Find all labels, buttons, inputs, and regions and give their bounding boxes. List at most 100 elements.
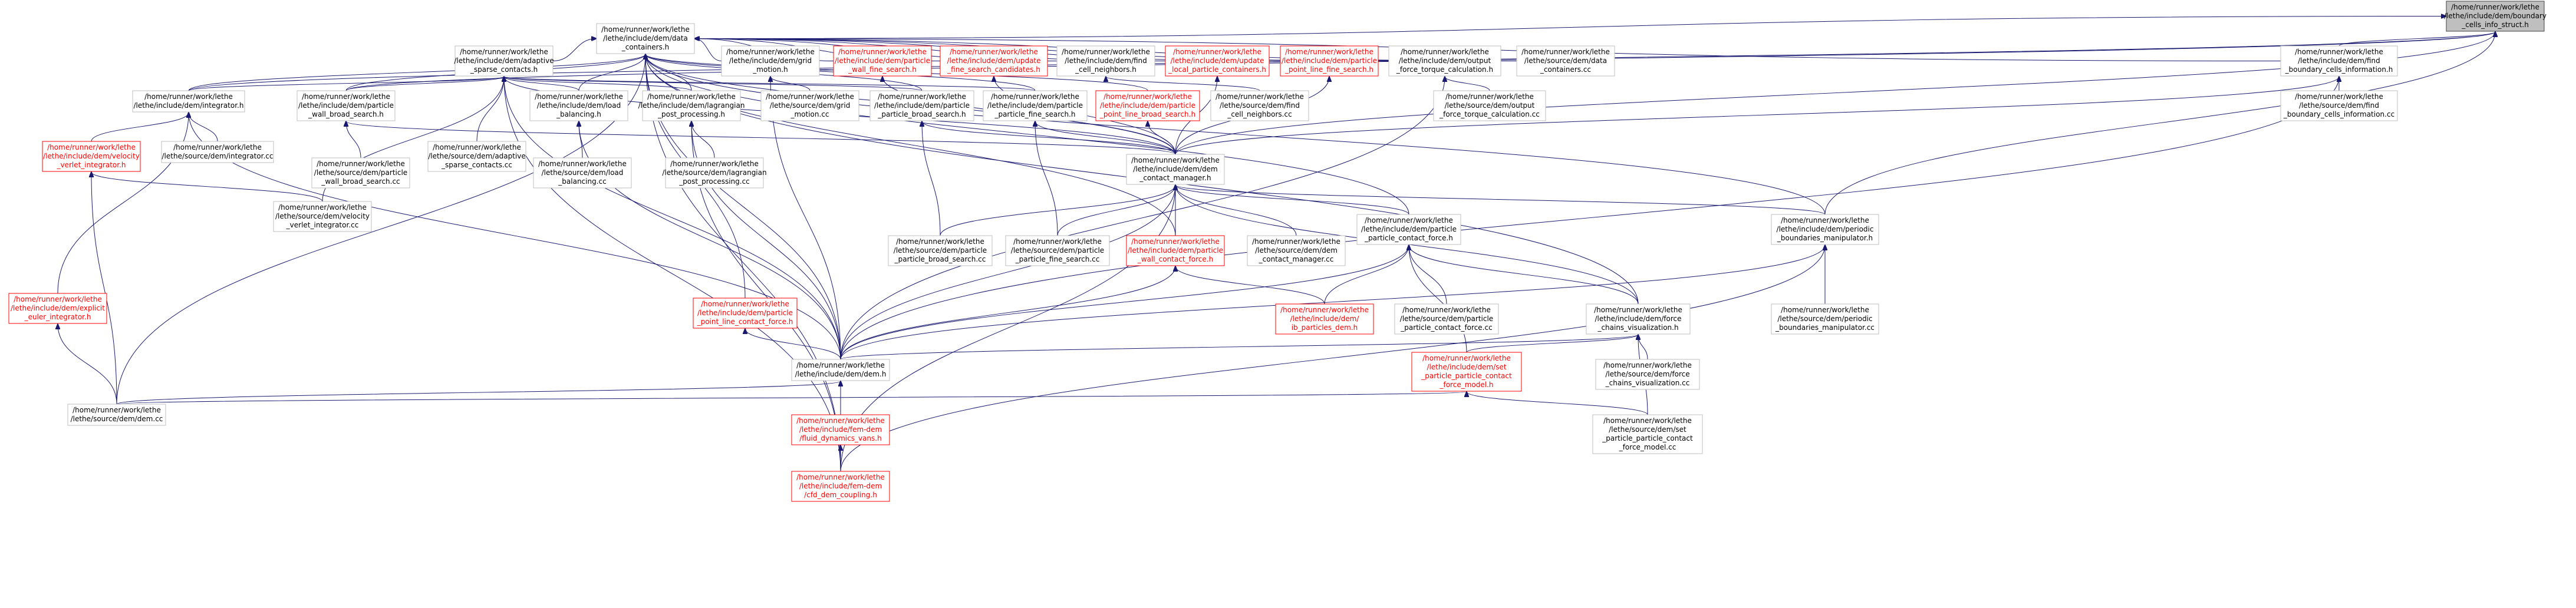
node-label-line: /lethe/include/dem/explicit (11, 304, 105, 312)
edge-set-particle-particle-contact-force-model-cc-to-set-particle-particle-contact-force-model-h (1467, 392, 1648, 415)
node-label-line: /lethe/include/dem/set (1427, 363, 1506, 371)
node-label-line: /home/runner/work/lethe (1013, 237, 1102, 246)
node-periodic-boundaries-manipulator-cc[interactable]: /home/runner/work/lethe/lethe/source/dem… (1771, 303, 1879, 335)
node-dem-h[interactable]: /home/runner/work/lethe/lethe/include/de… (791, 359, 890, 381)
node-find-boundary-cells-information-cc[interactable]: /home/runner/work/lethe/lethe/source/dem… (2280, 90, 2398, 121)
node-dem-contact-manager-cc[interactable]: /home/runner/work/lethe/lethe/source/dem… (1247, 235, 1346, 266)
node-adaptive-sparse-contacts-h[interactable]: /home/runner/work/lethe/lethe/include/de… (454, 45, 554, 77)
node-box (1586, 303, 1691, 335)
node-label-line: /lethe/include/dem/particle (874, 101, 970, 110)
node-label-line: /home/runner/work/lethe (1215, 92, 1304, 101)
node-particle-point-line-fine-search-h[interactable]: /home/runner/work/lethe/lethe/include/de… (1280, 45, 1379, 77)
node-label-line: /home/runner/work/lethe (766, 92, 854, 101)
edge-integrator-h-to-adaptive-sparse-contacts-h (188, 77, 504, 91)
edge-data-containers-h-to-boundary-cells-info-struct (694, 16, 2446, 39)
node-particle-particle-fine-search-cc[interactable]: /home/runner/work/lethe/lethe/source/dem… (1005, 235, 1110, 266)
edge-dem-h-to-particle-wall-contact-force-h (840, 266, 1175, 360)
node-label-line: /lethe/source/dem/particle (1011, 246, 1104, 255)
node-data-containers-cc[interactable]: /home/runner/work/lethe/lethe/source/dem… (1516, 45, 1615, 77)
node-load-balancing-cc[interactable]: /home/runner/work/lethe/lethe/source/dem… (533, 157, 632, 189)
node-label-line: _containers.h (621, 43, 670, 51)
node-label-line: /lethe/include/dem/adaptive (454, 57, 554, 65)
node-integrator-cc[interactable]: /home/runner/work/lethe/lethe/source/dem… (161, 141, 274, 163)
node-periodic-boundaries-manipulator-h[interactable]: /home/runner/work/lethe/lethe/include/de… (1771, 214, 1879, 245)
node-integrator-h[interactable]: /home/runner/work/lethe/lethe/include/de… (132, 90, 245, 113)
node-velocity-verlet-integrator-h[interactable]: /home/runner/work/lethe/lethe/include/de… (42, 141, 141, 172)
node-label-line: /lethe/include/dem/dem (1133, 165, 1217, 173)
node-label-line: /lethe/source/dem/dem (1255, 246, 1338, 255)
node-box (454, 45, 554, 77)
node-particle-particle-contact-force-cc[interactable]: /home/runner/work/lethe/lethe/source/dem… (1394, 303, 1499, 335)
node-dem-contact-manager-h[interactable]: /home/runner/work/lethe/lethe/include/de… (1126, 154, 1225, 185)
edge-dem-cc-to-data-containers-h (116, 54, 645, 405)
node-set-particle-particle-contact-force-model-cc[interactable]: /home/runner/work/lethe/lethe/source/dem… (1592, 414, 1703, 454)
node-label-line: /lethe/include/dem/ (1290, 315, 1360, 323)
edge-find-boundary-cells-information-h-to-boundary-cells-info-struct (2338, 32, 2495, 47)
node-velocity-verlet-integrator-cc[interactable]: /home/runner/work/lethe/lethe/source/dem… (273, 201, 372, 232)
node-label-line: /lethe/source/dem/load (542, 168, 624, 177)
node-boundary-cells-info-struct: /home/runner/work/lethe/lethe/include/de… (2444, 1, 2547, 32)
node-load-balancing-h[interactable]: /home/runner/work/lethe/lethe/include/de… (529, 90, 628, 121)
node-explicit-euler-integrator-h[interactable]: /home/runner/work/lethe/lethe/include/de… (8, 293, 107, 324)
node-label-line: _point_line_broad_search.h (1099, 110, 1195, 118)
edge-dem-cc-to-explicit-euler-integrator-h (58, 324, 117, 405)
node-particle-particle-contact-force-h[interactable]: /home/runner/work/lethe/lethe/include/de… (1356, 214, 1461, 245)
edge-dem-contact-manager-h-to-particle-wall-broad-search-h (346, 121, 1176, 155)
node-box (791, 359, 890, 381)
node-update-fine-search-candidates-h[interactable]: /home/runner/work/lethe/lethe/include/de… (940, 45, 1048, 77)
node-box (297, 90, 396, 121)
node-particle-point-line-broad-search-h[interactable]: /home/runner/work/lethe/lethe/include/de… (1095, 90, 1200, 121)
node-output-force-torque-calculation-cc[interactable]: /home/runner/work/lethe/lethe/source/dem… (1433, 90, 1546, 121)
node-label-line: _particle_fine_search.cc (1015, 255, 1100, 263)
edge-dem-h-to-force-chains-visualization-h (840, 335, 1638, 360)
node-find-cell-neighbors-h[interactable]: /home/runner/work/lethe/lethe/include/de… (1056, 45, 1155, 77)
edge-periodic-boundaries-manipulator-h-to-data-containers-h (645, 54, 1826, 215)
node-output-force-torque-calculation-h[interactable]: /home/runner/work/lethe/lethe/include/de… (1388, 45, 1501, 77)
node-set-particle-particle-contact-force-model-h[interactable]: /home/runner/work/lethe/lethe/include/de… (1411, 352, 1522, 392)
node-adaptive-sparse-contacts-cc[interactable]: /home/runner/work/lethe/lethe/source/dem… (427, 141, 526, 172)
node-particle-particle-broad-search-cc[interactable]: /home/runner/work/lethe/lethe/source/dem… (888, 235, 993, 266)
node-particle-point-line-contact-force-h[interactable]: /home/runner/work/lethe/lethe/include/de… (693, 298, 798, 329)
node-label-line: /lethe/include/fem-dem (799, 482, 882, 490)
node-label-line: _wall_fine_search.h (848, 65, 917, 74)
node-particle-particle-fine-search-h[interactable]: /home/runner/work/lethe/lethe/include/de… (983, 90, 1088, 121)
node-fluid-dynamics-vans-h[interactable]: /home/runner/work/lethe/lethe/include/fe… (791, 414, 890, 445)
node-grid-motion-h[interactable]: /home/runner/work/lethe/lethe/include/de… (721, 45, 820, 77)
node-label-line: /home/runner/work/lethe (796, 417, 885, 425)
node-particle-wall-fine-search-h[interactable]: /home/runner/work/lethe/lethe/include/de… (833, 45, 932, 77)
node-cfd-dem-coupling-h[interactable]: /home/runner/work/lethe/lethe/include/fe… (791, 471, 890, 502)
node-lagrangian-post-processing-h[interactable]: /home/runner/work/lethe/lethe/include/de… (638, 90, 745, 121)
node-label-line: /home/runner/work/lethe (726, 48, 815, 56)
edge-periodic-boundaries-manipulator-h-to-boundary-cells-info-struct (1824, 32, 2495, 215)
node-label-line: _boundaries_manipulator.h (1777, 234, 1873, 242)
node-particle-wall-contact-force-h[interactable]: /home/runner/work/lethe/lethe/include/de… (1126, 235, 1225, 266)
node-box (273, 201, 372, 232)
node-find-boundary-cells-information-h[interactable]: /home/runner/work/lethe/lethe/include/de… (2280, 45, 2398, 77)
node-particle-particle-broad-search-h[interactable]: /home/runner/work/lethe/lethe/include/de… (869, 90, 974, 121)
node-particle-wall-broad-search-cc[interactable]: /home/runner/work/lethe/lethe/source/dem… (311, 157, 410, 189)
node-label-line: _local_particle_containers.h (1168, 65, 1266, 74)
node-box (1433, 90, 1546, 121)
edge-particle-particle-broad-search-cc-to-particle-particle-broad-search-h (922, 121, 941, 236)
node-label-line: _boundaries_manipulator.cc (1775, 323, 1875, 332)
node-find-cell-neighbors-cc[interactable]: /home/runner/work/lethe/lethe/source/dem… (1210, 90, 1309, 121)
node-force-chains-visualization-cc[interactable]: /home/runner/work/lethe/lethe/source/dem… (1595, 359, 1700, 390)
node-lagrangian-post-processing-cc[interactable]: /home/runner/work/lethe/lethe/source/dem… (662, 157, 767, 189)
edge-load-balancing-h-to-data-containers-h (578, 54, 645, 91)
node-box (1771, 303, 1879, 335)
node-ib-particles-dem-h[interactable]: /home/runner/work/lethe/lethe/include/de… (1275, 303, 1374, 335)
node-particle-wall-broad-search-h[interactable]: /home/runner/work/lethe/lethe/include/de… (297, 90, 396, 121)
node-dem-cc[interactable]: /home/runner/work/lethe/lethe/source/dem… (67, 404, 166, 426)
node-label-line: /home/runner/work/lethe (950, 48, 1038, 56)
edge-velocity-verlet-integrator-cc-to-velocity-verlet-integrator-h (91, 172, 323, 202)
node-data-containers-h[interactable]: /home/runner/work/lethe/lethe/include/de… (596, 23, 695, 54)
node-label-line: /lethe/source/dem/data (1524, 57, 1607, 65)
node-label-line: /lethe/include/dem/particle (987, 101, 1083, 110)
node-update-local-particle-containers-h[interactable]: /home/runner/work/lethe/lethe/include/de… (1165, 45, 1270, 77)
edge-dem-contact-manager-h-to-boundary-cells-info-struct (1175, 32, 2495, 155)
node-label-line: /cfd_dem_coupling.h (804, 491, 877, 499)
node-label-line: /home/runner/work/lethe (647, 92, 736, 101)
node-label-line: /lethe/include/dem/find (2298, 57, 2380, 65)
node-force-chains-visualization-h[interactable]: /home/runner/work/lethe/lethe/include/de… (1586, 303, 1691, 335)
node-grid-motion-cc[interactable]: /home/runner/work/lethe/lethe/source/dem… (760, 90, 859, 121)
